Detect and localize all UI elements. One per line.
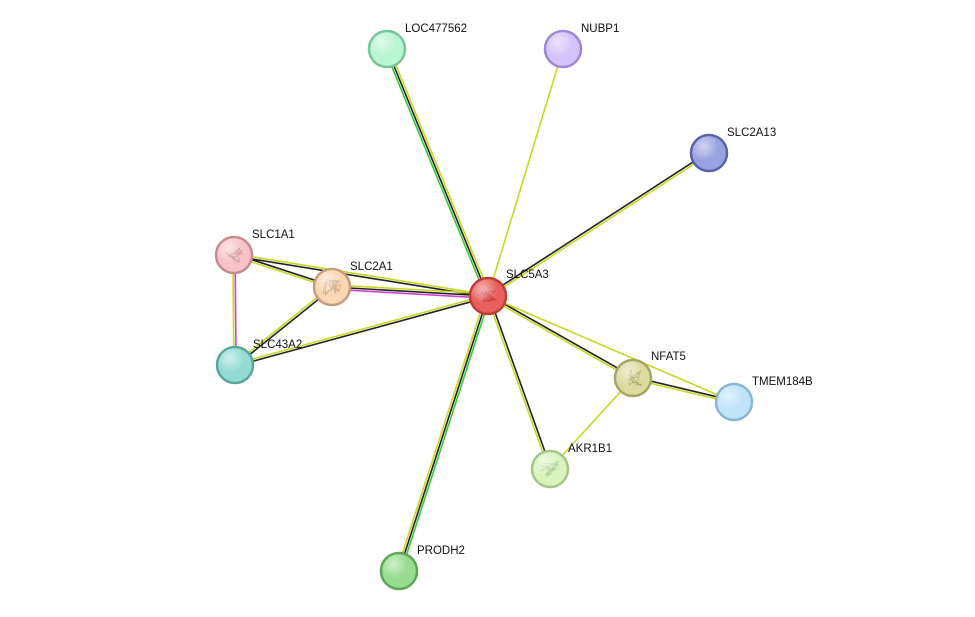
evidence-line xyxy=(234,287,334,367)
evidence-line xyxy=(487,48,564,297)
evidence-line xyxy=(386,48,489,297)
node-label-slc2a1: SLC2A1 xyxy=(350,261,393,273)
node-label-akr1b1: AKR1B1 xyxy=(568,443,612,455)
node-akr1b1[interactable]: AKR1B1 xyxy=(530,443,612,489)
node-tmem184b[interactable]: TMEM184B xyxy=(714,376,813,422)
nodes-layer: SLC5A3 LOC477562 NUBP1SLC2A13SLC1A1SLC2A1S… xyxy=(214,23,813,591)
evidence-line xyxy=(234,296,490,367)
node-highlight xyxy=(382,554,416,588)
node-slc5a3[interactable]: SLC5A3 xyxy=(468,269,549,316)
node-highlight xyxy=(370,32,404,66)
node-highlight xyxy=(218,348,252,382)
node-label-loc477562: LOC477562 xyxy=(405,23,467,35)
node-slc1a1[interactable]: SLC1A1 xyxy=(214,229,295,275)
edge-slc5a3-slc1a1[interactable] xyxy=(233,253,489,298)
node-label-slc2a13: SLC2A13 xyxy=(727,127,776,139)
edge-slc5a3-nfat5[interactable] xyxy=(486,294,635,380)
node-label-slc43a2: SLC43A2 xyxy=(253,339,302,351)
node-highlight xyxy=(692,136,726,170)
evidence-line xyxy=(486,295,550,471)
node-highlight xyxy=(616,361,650,395)
node-highlight xyxy=(546,32,580,66)
edge-slc5a3-akr1b1[interactable] xyxy=(486,294,552,471)
evidence-line xyxy=(487,153,711,298)
evidence-line xyxy=(331,288,489,299)
node-nubp1[interactable]: NUBP1 xyxy=(543,23,619,69)
edge-slc5a3-prodh2[interactable] xyxy=(396,294,491,573)
evidence-line xyxy=(331,284,489,295)
evidence-line xyxy=(487,295,735,403)
evidence-line xyxy=(233,255,489,298)
node-label-slc1a1: SLC1A1 xyxy=(252,229,295,241)
evidence-line xyxy=(400,295,491,573)
evidence-line xyxy=(487,294,635,378)
edge-slc5a3-slc2a1[interactable] xyxy=(331,284,489,299)
evidence-line xyxy=(233,294,489,365)
node-label-tmem184b: TMEM184B xyxy=(752,376,813,388)
node-label-nubp1: NUBP1 xyxy=(581,23,619,35)
node-nfat5[interactable]: NFAT5 xyxy=(613,351,686,398)
evidence-line xyxy=(488,294,552,470)
evidence-line xyxy=(233,285,333,365)
node-slc43a2[interactable]: SLC43A2 xyxy=(215,339,302,385)
node-slc2a1[interactable]: SLC2A1 xyxy=(312,261,393,307)
evidence-line xyxy=(384,49,487,298)
node-label-prodh2: PRODH2 xyxy=(417,545,465,557)
evidence-line xyxy=(331,286,489,297)
edge-slc5a3-loc477562[interactable] xyxy=(384,47,491,298)
edge-slc5a3-nubp1[interactable] xyxy=(487,48,564,297)
node-label-nfat5: NFAT5 xyxy=(651,351,686,363)
evidence-line xyxy=(486,151,710,296)
node-highlight xyxy=(717,385,751,419)
node-label-slc5a3: SLC5A3 xyxy=(506,269,549,281)
evidence-line xyxy=(398,295,489,572)
edge-slc2a1-slc43a2[interactable] xyxy=(233,285,334,367)
node-prodh2[interactable]: PRODH2 xyxy=(379,545,465,591)
evidence-line xyxy=(396,294,487,572)
edge-nfat5-akr1b1[interactable] xyxy=(549,377,634,470)
evidence-line xyxy=(486,296,634,380)
node-highlight xyxy=(471,279,505,313)
node-loc477562[interactable]: LOC477562 xyxy=(367,23,467,69)
node-highlight xyxy=(217,238,251,272)
evidence-line xyxy=(388,47,491,296)
node-slc2a13[interactable]: SLC2A13 xyxy=(689,127,776,173)
node-highlight xyxy=(533,452,567,486)
edge-slc5a3-slc2a13[interactable] xyxy=(486,151,711,298)
evidence-line xyxy=(549,377,634,470)
evidence-line xyxy=(233,253,489,296)
edge-slc5a3-tmem184b[interactable] xyxy=(487,295,735,403)
edge-slc5a3-slc43a2[interactable] xyxy=(233,294,490,367)
node-highlight xyxy=(315,270,349,304)
